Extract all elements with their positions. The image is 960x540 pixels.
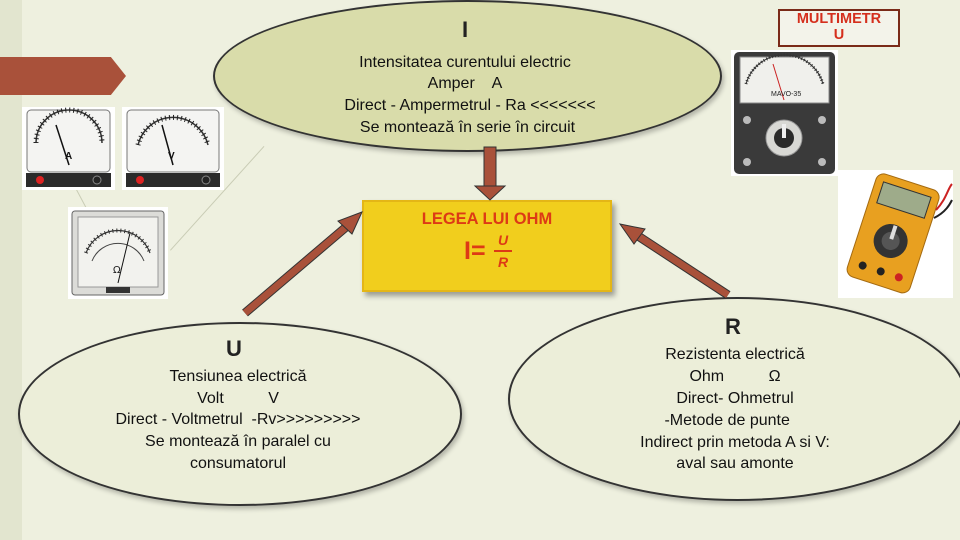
ohmmeter-image: Ω [68, 207, 168, 299]
ohmmeter-symbol: Ω [113, 265, 121, 276]
ammeter-image: A [22, 107, 115, 190]
digital-multimeter-image [838, 170, 953, 298]
ohm-law-title: LEGEA LUI OHM [421, 210, 553, 228]
voltmeter-symbol: V [168, 151, 175, 162]
voltage-line-1: Tensiunea electrică [169, 368, 307, 385]
current-line-2: Amper A [427, 75, 503, 92]
background-stripe [0, 0, 22, 540]
voltmeter-image: V [122, 107, 224, 190]
resistance-line-2: Ohm Ω [689, 368, 781, 385]
voltage-line-4: Se montează în paralel cu [145, 433, 331, 450]
resistance-line-1: Rezistenta electrică [665, 346, 805, 363]
resistance-line-5: Indirect prin metoda A si V: [640, 434, 830, 451]
multimeter-label-line-2: U [833, 27, 845, 43]
arrow-from-voltage [242, 211, 363, 317]
arrow-from-resistance [618, 223, 731, 299]
resistance-line-3: Direct- Ohmetrul [676, 390, 794, 407]
voltage-letter: U [226, 336, 242, 361]
current-line-1: Intensitatea curentului electric [359, 54, 571, 71]
resistance-ellipse [508, 297, 960, 501]
current-line-4: Se montează în serie în circuit [359, 119, 576, 136]
current-letter: I [462, 17, 469, 42]
voltage-line-2: Volt V [197, 390, 279, 407]
arrow-down-from-current [473, 146, 507, 201]
resistance-line-6: aval sau amonte [676, 455, 794, 472]
multimeter-label: MULTIMETR U [778, 9, 900, 47]
multimeter-brand: MAVO-35 [771, 91, 801, 98]
ohm-law-box: LEGEA LUI OHM I= U R [362, 200, 612, 292]
current-ellipse [213, 0, 722, 152]
ohm-law-fraction-bar [494, 250, 512, 252]
multimeter-label-line-1: MULTIMETR [796, 11, 882, 27]
ohm-law-lhs: I= [464, 237, 486, 265]
ammeter-symbol: A [65, 151, 72, 162]
ohm-law-denominator: R [498, 254, 509, 270]
voltage-line-5: consumatorul [189, 455, 287, 472]
resistance-line-4: -Metode de punte [620, 412, 790, 429]
analog-multimeter-image: MAVO-35 [731, 50, 838, 176]
current-line-3: Direct - Ampermetrul - Ra <<<<<<< [344, 97, 596, 114]
voltage-ellipse [18, 322, 462, 506]
resistance-letter: R [725, 314, 741, 339]
decorative-arrow-tab [0, 57, 126, 95]
ohm-law-numerator: U [498, 232, 509, 248]
voltage-line-3: Direct - Voltmetrul -Rv>>>>>>>>> [115, 411, 361, 428]
